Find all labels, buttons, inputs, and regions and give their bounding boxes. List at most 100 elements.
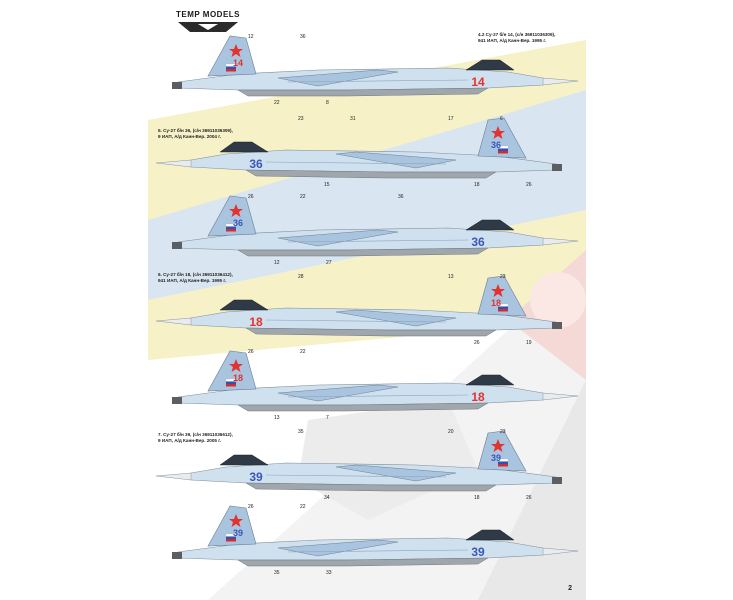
callout-number: 13 — [274, 415, 280, 421]
brand-emblem-icon — [178, 22, 238, 32]
callout-number: 8 — [326, 100, 329, 106]
tail-star-icon — [229, 514, 243, 527]
callout-number: 23 — [500, 274, 506, 280]
flag-red — [498, 151, 508, 154]
engine-nozzle — [172, 82, 182, 89]
tail-star-icon — [491, 439, 505, 452]
canopy — [219, 299, 269, 311]
flag-blue — [226, 536, 236, 539]
flag-red — [226, 384, 236, 387]
nose-bort-number: 18 — [471, 390, 485, 404]
nose-bort-number: 36 — [249, 157, 263, 171]
flag-red — [498, 464, 508, 467]
nose-cone — [542, 77, 579, 86]
callout-number: 34 — [324, 495, 330, 501]
tail-bort-number: 36 — [233, 218, 243, 228]
callout-number: 35 — [274, 570, 280, 576]
callout-number: 26 — [526, 182, 532, 188]
flag-red — [226, 69, 236, 72]
belly — [237, 87, 489, 97]
canopy — [465, 374, 515, 386]
belly — [237, 247, 489, 257]
callout-number: 22 — [300, 349, 306, 355]
callout-number: 26 — [248, 194, 254, 200]
engine-nozzle — [552, 322, 562, 329]
panel-line — [265, 474, 447, 478]
callout-number: 6 — [500, 116, 503, 122]
panel-line — [265, 161, 447, 165]
flag-blue — [498, 461, 508, 464]
caption-line: 941 ИАП, А/д Канн-Вер. 1995 г. — [158, 278, 227, 283]
caption-line: 941 ИАП, А/д Канн-Вер. 1995 г. — [478, 38, 547, 43]
tail-bort-number: 36 — [491, 140, 501, 150]
panel-line — [265, 319, 447, 323]
flag-blue — [226, 226, 236, 229]
callout-number: 13 — [448, 274, 454, 280]
tail-star-icon — [491, 284, 505, 297]
tail-star-icon — [229, 359, 243, 372]
callout-number: 22 — [300, 194, 306, 200]
callout-number: 26 — [526, 495, 532, 501]
engine-nozzle — [172, 242, 182, 249]
flag-blue — [498, 148, 508, 151]
caption-line: 5. Су-27 б/н 36, (с/н 36911036309), — [158, 128, 233, 133]
callout-number: 26 — [474, 340, 480, 346]
nose-cone — [542, 547, 579, 556]
canopy — [219, 454, 269, 466]
canopy — [465, 219, 515, 231]
tail-star-icon — [491, 126, 505, 139]
callout-number: 23 — [500, 429, 506, 435]
callout-number: 26 — [248, 349, 254, 355]
profile-caption: 4.2 Су-27 б/н 14, (с/н 36911036309),941 … — [478, 32, 555, 44]
callout-number: 28 — [298, 274, 304, 280]
nose-cone — [155, 159, 192, 168]
tail-bort-number: 39 — [491, 453, 501, 463]
callout-number: 18 — [474, 495, 480, 501]
canopy — [465, 59, 515, 71]
callout-number: 22 — [274, 100, 280, 106]
callout-number: 27 — [326, 260, 332, 266]
caption-line: 9 ИАП, А/д Канн-Вер. 2004 г. — [158, 134, 221, 139]
callout-number: 20 — [448, 429, 454, 435]
nose-bort-number: 14 — [471, 75, 485, 89]
belly — [237, 402, 489, 412]
caption-line: 9 ИАП, А/д Канн-Вер. 2005 г. — [158, 438, 221, 443]
nose-cone — [542, 392, 579, 401]
tail-bort-number: 14 — [233, 58, 243, 68]
callout-number: 33 — [326, 570, 332, 576]
tail-bort-number: 18 — [491, 298, 501, 308]
engine-nozzle — [552, 164, 562, 171]
engine-nozzle — [172, 397, 182, 404]
callout-number: 35 — [298, 429, 304, 435]
caption-line: 6. Су-27 б/н 18, (с/н 36911036412), — [158, 272, 233, 277]
profile-caption: 7. Су-27 б/н 39, (с/н 36911036612),9 ИАП… — [158, 432, 233, 444]
panel-line — [287, 394, 469, 398]
flag-blue — [498, 306, 508, 309]
callout-number: 19 — [526, 340, 532, 346]
callout-number: 12 — [274, 260, 280, 266]
nose-bort-number: 39 — [249, 470, 263, 484]
nose-cone — [155, 472, 192, 481]
brand-logo: TEMP MODELS — [168, 10, 248, 37]
callout-number: 22 — [300, 504, 306, 510]
panel-line — [287, 549, 469, 553]
profile-caption: 6. Су-27 б/н 18, (с/н 36911036412),941 И… — [158, 272, 233, 284]
nose-cone — [155, 317, 192, 326]
panel-line — [287, 239, 469, 243]
flag-blue — [226, 66, 236, 69]
callout-number: 23 — [298, 116, 304, 122]
caption-line: 7. Су-27 б/н 39, (с/н 36911036612), — [158, 432, 233, 437]
profile-caption: 5. Су-27 б/н 36, (с/н 36911036309),9 ИАП… — [158, 128, 233, 140]
brand-name: TEMP MODELS — [175, 10, 241, 19]
panel-line — [287, 79, 469, 83]
aircraft-profile: 39 39 20 18 23 26 35 34 — [148, 425, 586, 505]
canopy — [219, 141, 269, 153]
caption-line: 4.2 Су-27 б/н 14, (с/н 36911036309), — [478, 32, 556, 37]
callout-number: 36 — [398, 194, 404, 200]
tail-star-icon — [229, 44, 243, 57]
